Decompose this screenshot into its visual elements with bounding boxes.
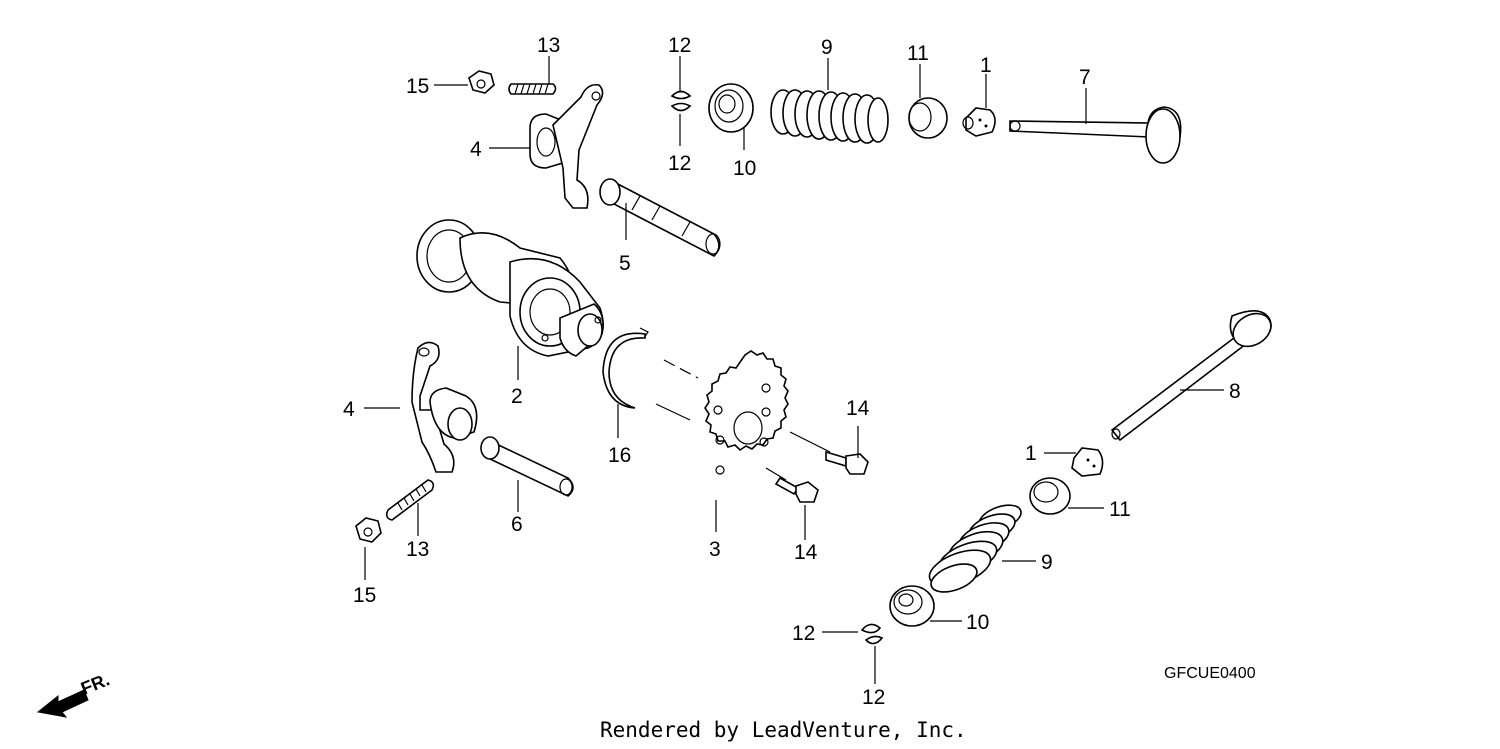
callout-9-bottom: 9 (1041, 551, 1053, 574)
adjusting-screw-13-bottom[interactable] (385, 479, 435, 521)
credit-line: Rendered by LeadVenture, Inc. (600, 718, 967, 742)
callout-10-bottom: 10 (966, 611, 989, 634)
valve-spring-9-top[interactable] (770, 89, 889, 144)
callout-6: 6 (511, 513, 523, 536)
rocker-arm-shaft-6[interactable] (480, 436, 574, 497)
rocker-arm-shaft-5[interactable] (599, 178, 721, 257)
callout-11-top: 11 (907, 42, 929, 65)
front-arrow-icon (36, 689, 89, 718)
sprocket-bolt-14-lower[interactable] (774, 476, 819, 503)
camshaft-2[interactable] (416, 219, 604, 357)
callout-12-bottom-left: 12 (792, 622, 815, 645)
valve-spring-retainer-10-bottom[interactable] (889, 585, 935, 627)
callout-13-top: 13 (537, 34, 560, 57)
callout-4-top: 4 (470, 138, 482, 161)
callout-7: 7 (1079, 66, 1091, 89)
callout-15-top: 15 (406, 75, 429, 98)
callout-12-top-lower: 12 (668, 152, 691, 175)
cam-sprocket-3[interactable] (704, 350, 789, 475)
lock-nut-15-top[interactable] (468, 70, 495, 94)
diagram-code: GFCUE0400 (1164, 665, 1256, 682)
leader-lines (364, 56, 1224, 684)
rocker-arm-4-top[interactable] (529, 83, 604, 209)
valve-stem-seal-1-bottom[interactable] (1071, 447, 1104, 477)
valve-cotter-12-top[interactable] (670, 90, 692, 112)
rocker-arm-4-bottom[interactable] (411, 341, 478, 473)
front-label: FR. (78, 669, 112, 698)
adjusting-screw-13-top[interactable] (508, 83, 557, 95)
intake-valve-8[interactable] (1110, 307, 1277, 442)
lock-nut-15-bottom[interactable] (355, 517, 382, 543)
callout-labels: 15 13 12 12 10 9 11 1 7 4 5 2 16 3 14 14… (343, 34, 1241, 709)
valve-stem-seal-1-top[interactable] (962, 107, 996, 137)
callout-9-top: 9 (821, 36, 833, 59)
valve-spring-9-bottom[interactable] (925, 500, 1025, 597)
callout-8: 8 (1229, 380, 1241, 403)
callout-1-top: 1 (980, 54, 992, 77)
exhaust-valve-7[interactable] (1009, 106, 1182, 164)
sprocket-bolt-14-upper[interactable] (825, 450, 869, 475)
callout-13-bottom: 13 (406, 538, 429, 561)
callout-2: 2 (511, 385, 523, 408)
callout-11-bottom: 11 (1109, 498, 1131, 521)
callout-4-bottom: 4 (343, 398, 355, 421)
callout-14-upper: 14 (846, 397, 870, 420)
callout-12-bottom-lower: 12 (862, 686, 885, 709)
callout-16: 16 (608, 444, 631, 467)
valve-spring-seat-11-top[interactable] (908, 97, 948, 139)
valve-cotter-12-bottom[interactable] (860, 623, 884, 645)
callout-15-bottom: 15 (353, 584, 376, 607)
valve-spring-seat-11-bottom[interactable] (1029, 477, 1071, 515)
callout-10-top: 10 (733, 157, 756, 180)
valve-spring-retainer-10-top[interactable] (708, 83, 754, 133)
callout-5: 5 (619, 252, 631, 275)
circlip-16[interactable] (602, 327, 649, 409)
callout-1-bottom: 1 (1025, 442, 1037, 465)
callout-3: 3 (709, 538, 721, 561)
front-direction-indicator: FR. (36, 669, 112, 718)
callout-14-lower: 14 (794, 541, 818, 564)
callout-12-top-upper: 12 (668, 34, 691, 57)
